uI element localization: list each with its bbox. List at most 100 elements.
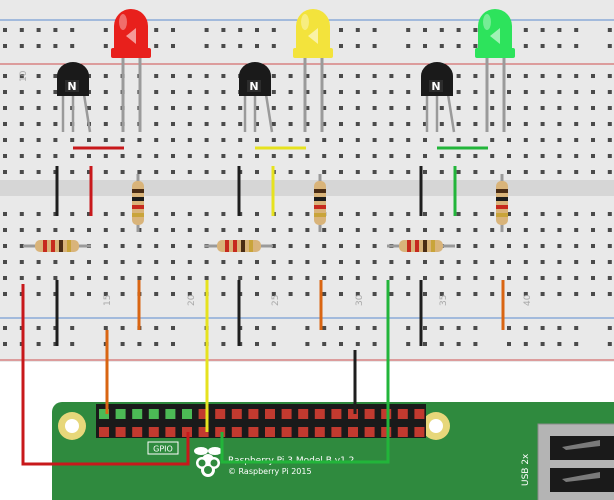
hole [557,212,562,216]
hole [456,260,461,264]
hole [523,122,528,126]
hole [36,292,41,296]
hole [339,212,343,216]
hole [557,292,562,296]
hole [305,212,310,216]
hole [490,276,495,280]
resistor-body [314,181,326,225]
hole [439,106,444,110]
hole [490,260,495,264]
hole [171,74,175,78]
hole [288,260,293,264]
hole [456,138,461,142]
hole [607,212,612,216]
hole [238,260,243,264]
hole [221,90,226,94]
hole [473,170,478,174]
hole [3,138,7,142]
hole [204,154,209,158]
hole [238,106,243,110]
led-dome [478,9,512,50]
hole [305,244,310,248]
hole [305,342,310,346]
hole [305,154,310,158]
hole [70,28,75,32]
resistor-band [43,240,47,252]
resistor-band [407,240,411,252]
hole [372,28,377,32]
hole [87,292,91,296]
hole [406,44,411,48]
hole [523,138,528,142]
hole [473,90,478,94]
hole [439,292,444,296]
hole [355,28,360,32]
hole [557,326,562,330]
hole [288,122,293,126]
hole [255,170,259,174]
hole [355,154,360,158]
hole [574,244,579,248]
hole [339,106,343,110]
hole [271,326,276,330]
hole [53,90,58,94]
hole [523,106,528,110]
wires [21,280,390,466]
gpio-pin [99,409,109,419]
gpio-pin [248,427,259,437]
hole [574,212,579,216]
led-stage: N [387,9,515,346]
hole [53,228,58,232]
hole [406,154,411,158]
resistor [314,174,326,232]
hole [473,260,478,264]
led-stage: N [205,9,333,346]
led-highlight [119,14,127,30]
hole [255,106,259,110]
hole [3,276,7,280]
hole [221,260,226,264]
hole [204,228,209,232]
hole [53,44,58,48]
hole [19,106,24,110]
hole [557,90,562,94]
hole [53,106,58,110]
hole [591,138,595,142]
hole [221,228,226,232]
hole [171,244,175,248]
hole [339,122,343,126]
hole [557,106,562,110]
hole [523,292,528,296]
hole [154,106,159,110]
hole [53,260,58,264]
hole [255,342,259,346]
resistor-band [67,240,71,252]
hole [271,292,276,296]
hole [355,122,360,126]
hole [305,276,310,280]
hole [154,342,159,346]
hole [154,74,159,78]
hole [36,228,41,232]
gpio-pin [397,427,408,437]
hole [423,212,427,216]
hole [372,292,377,296]
hole [574,28,579,32]
raspberry-logo [194,447,222,477]
hole [355,90,360,94]
hole [591,122,595,126]
hole [238,122,243,126]
led-rim [293,48,333,58]
resistor-band [132,213,144,217]
hole [171,154,175,158]
gpio-pin [331,427,342,437]
hole [490,122,495,126]
hole [171,170,175,174]
hole [406,292,411,296]
hole [204,276,209,280]
hole [305,90,310,94]
hole [322,342,327,346]
hole [87,212,91,216]
hole [271,244,276,248]
hole [557,122,562,126]
